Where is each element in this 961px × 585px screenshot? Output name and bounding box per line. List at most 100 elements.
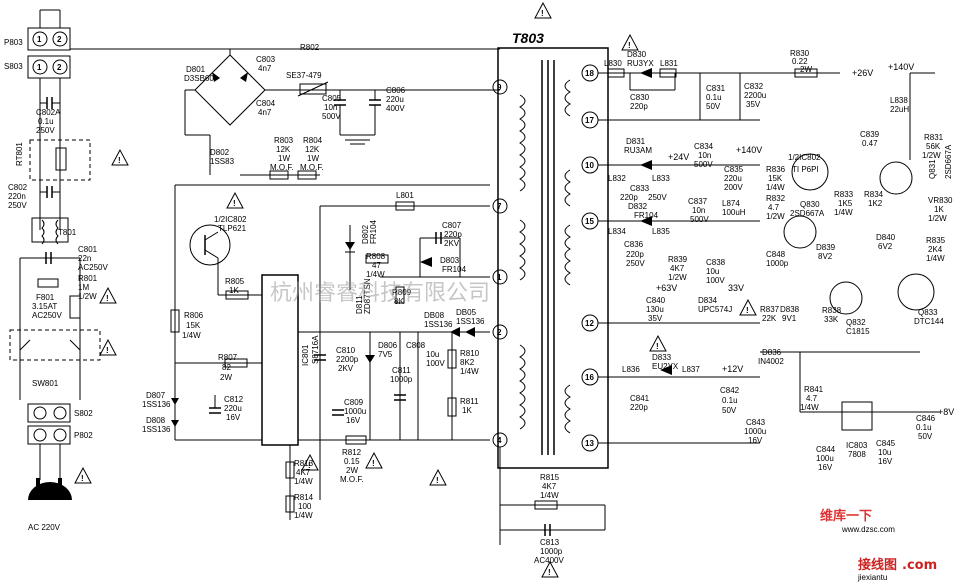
- pin-9: 9: [497, 83, 502, 92]
- r804-ref: R804: [303, 136, 323, 145]
- c831-val: 0.1u: [706, 93, 722, 102]
- r802-ref: R802: [300, 43, 320, 52]
- warning-icon: !: [99, 286, 117, 304]
- r805-val: 1K: [229, 286, 239, 295]
- pin-16: 16: [585, 373, 594, 382]
- warning-icon: !: [649, 334, 667, 352]
- c802-val: 220n: [8, 192, 26, 201]
- c805-ref: C805: [322, 94, 342, 103]
- c842-volt: 50V: [722, 406, 737, 415]
- c845-volt: 16V: [878, 457, 893, 466]
- c802a-volt: 250V: [36, 126, 55, 135]
- c839-val: 0.47: [862, 139, 878, 148]
- c802a-val: 0.1u: [38, 117, 54, 126]
- rail-140v-b: +140V: [736, 145, 762, 155]
- c837-volt: 500V: [690, 215, 709, 224]
- c801-volt: AC250V: [78, 263, 108, 272]
- r839-w: 1/2W: [668, 273, 687, 282]
- r841-val: 4.7: [806, 394, 818, 403]
- r830-ref: R830: [790, 49, 810, 58]
- d803-ref: D803: [440, 256, 460, 265]
- c813-val: 1000p: [540, 547, 563, 556]
- ic801-ref: IC801: [301, 344, 310, 366]
- c836-ref: C836: [624, 240, 644, 249]
- l834-label: L834: [608, 227, 626, 236]
- r833-w: 1/4W: [834, 208, 853, 217]
- c842-ref: C842: [720, 386, 740, 395]
- watermark-company: 杭州睿睿科技有限公司: [270, 281, 490, 306]
- c809-ref: C809: [344, 398, 364, 407]
- rail-33v: 33V: [728, 283, 744, 293]
- r811-ref: R811: [460, 397, 479, 406]
- d834-ref: D834: [698, 296, 718, 305]
- r836-w: 1/4W: [766, 183, 785, 192]
- r833-val: 1K5: [838, 199, 853, 208]
- l874-ref: L874: [722, 199, 740, 208]
- r841-ref: R841: [804, 385, 824, 394]
- c811-val: 1000p: [390, 375, 413, 384]
- ic801-type: S8716A: [311, 335, 320, 364]
- primary-control: L801 1/2IC802 TLP621 R805 1K R806 15K 1/…: [142, 184, 606, 565]
- r832-ref: R832: [766, 194, 786, 203]
- r801-ref: R801: [78, 274, 98, 283]
- d802-val: 1SS83: [210, 157, 235, 166]
- c806-val: 220u: [386, 95, 404, 104]
- c808-ref: C808: [406, 341, 426, 350]
- rail-63v: +63V: [656, 283, 677, 293]
- warning-icon: !: [111, 148, 129, 166]
- l874-val: 100uH: [722, 208, 746, 217]
- dzsc-logo: 维库一下 www.dzsc.com: [820, 508, 895, 534]
- c842-val: 0.1u: [722, 396, 738, 405]
- warning-icon: !: [429, 468, 447, 486]
- r834-ref: R834: [864, 190, 884, 199]
- ic802-type: TLP621: [218, 224, 247, 233]
- svg-text:!: !: [372, 459, 375, 468]
- svg-text:!: !: [436, 476, 439, 485]
- ic802b-type: TI P6PI: [792, 165, 819, 174]
- warning-icon: !: [99, 338, 117, 356]
- fuse-volt: AC250V: [32, 311, 62, 320]
- c837-val: 10n: [692, 206, 705, 215]
- r808-w: 1/4W: [366, 270, 385, 279]
- c807-val: 220p: [444, 230, 462, 239]
- r814-w: 1/4W: [294, 511, 313, 520]
- d839-val: 8V2: [818, 252, 833, 261]
- c803-ref: C803: [256, 55, 276, 64]
- vr830-val: 1K: [934, 205, 944, 214]
- c834-val: 10n: [698, 151, 711, 160]
- d831-ref: D831: [626, 137, 646, 146]
- r805-ref: R805: [225, 277, 245, 286]
- c833-ref: C833: [630, 184, 650, 193]
- d836-val: IN4002: [758, 357, 784, 366]
- c840-ref: C840: [646, 296, 666, 305]
- mains-label: AC 220V: [28, 523, 61, 532]
- c831-volt: 50V: [706, 102, 721, 111]
- warn-glyph: !: [81, 474, 84, 483]
- r803-ref: R803: [274, 136, 294, 145]
- c834-ref: C834: [694, 142, 714, 151]
- c845-val: 10u: [878, 448, 891, 457]
- c844-ref: C844: [816, 445, 836, 454]
- c835-val: 220u: [724, 174, 742, 183]
- r812-ref: R812: [342, 448, 362, 457]
- p803-label: P803: [4, 38, 23, 47]
- warning-icon: !: [226, 191, 244, 209]
- d807-ref: D807: [146, 391, 166, 400]
- r801-val: 1M: [78, 283, 89, 292]
- svg-text:!: !: [656, 342, 659, 351]
- pin-17: 17: [585, 116, 594, 125]
- rail-12v: +12V: [722, 364, 743, 374]
- r812-w: 2W: [346, 466, 358, 475]
- r835-val: 2K4: [928, 245, 943, 254]
- rail-140v: +140V: [888, 62, 914, 72]
- c841-ref: C841: [630, 394, 650, 403]
- c843-val: 1000u: [744, 427, 766, 436]
- jiexiantu-logo: 接线图 .com jiexiantu: [857, 557, 937, 582]
- svg-text:!: !: [746, 306, 749, 315]
- warning-icon: !: [534, 1, 552, 19]
- c841-val: 220p: [630, 403, 648, 412]
- c834-volt: 500V: [694, 160, 713, 169]
- svg-text:1: 1: [37, 35, 42, 44]
- q830-type: 2SD667A: [790, 209, 825, 218]
